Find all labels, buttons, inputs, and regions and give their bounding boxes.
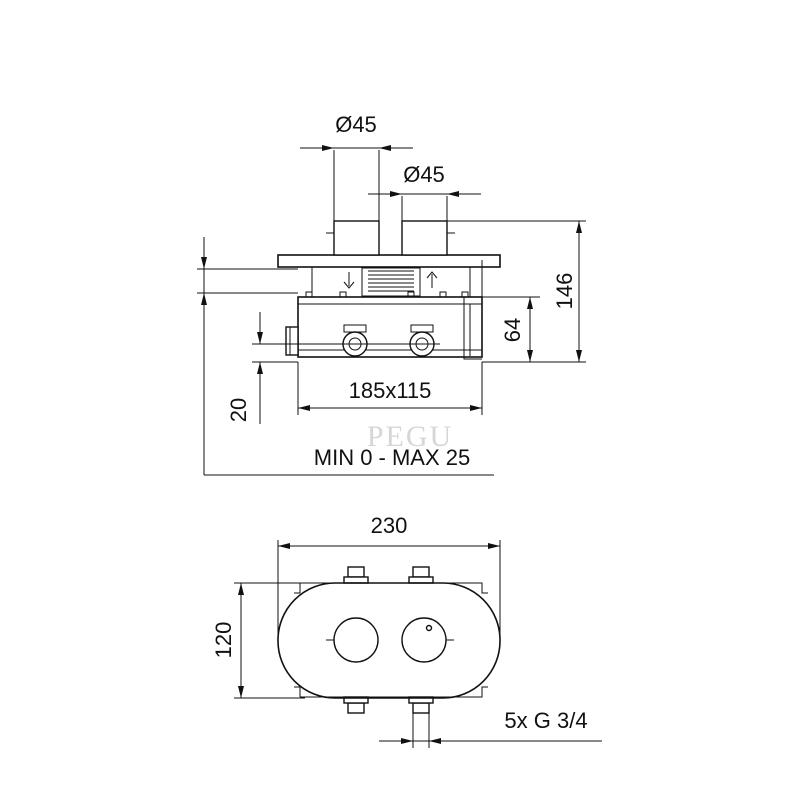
label-height-body: 64 xyxy=(500,318,525,342)
side-knob-right xyxy=(401,220,448,256)
label-box-size: 185x115 xyxy=(349,378,432,403)
label-wall-range: MIN 0 - MAX 25 xyxy=(314,445,470,470)
dim-height-120: 120 xyxy=(211,582,305,699)
front-knob-right xyxy=(401,617,447,663)
label-width-230: 230 xyxy=(371,513,408,538)
dim-dia-top: Ø45 xyxy=(300,112,413,221)
dim-wall-range: MIN 0 - MAX 25 xyxy=(197,237,494,476)
dim-depth-20: 20 xyxy=(226,312,440,424)
dim-width-230: 230 xyxy=(277,513,501,640)
side-box-body xyxy=(297,296,483,358)
front-cover-plate xyxy=(277,582,501,699)
front-knob-left xyxy=(333,617,379,663)
dim-thread: 5x G 3/4 xyxy=(379,708,602,748)
side-view xyxy=(277,220,501,360)
side-knob-left xyxy=(333,220,380,256)
front-view xyxy=(277,566,501,714)
dim-dia-second: Ø45 xyxy=(368,162,481,221)
label-dia-top: Ø45 xyxy=(335,112,377,137)
label-dia-second: Ø45 xyxy=(403,162,445,187)
label-height-total: 146 xyxy=(552,273,577,310)
side-cover-plate xyxy=(277,254,501,268)
label-thread: 5x G 3/4 xyxy=(504,708,587,733)
label-depth-20: 20 xyxy=(226,398,251,422)
label-height-120: 120 xyxy=(211,622,236,659)
watermark-text: PEGU xyxy=(367,420,453,453)
dim-height-body: 64 xyxy=(482,296,540,362)
dim-height-total: 146 xyxy=(447,220,586,363)
side-port-left xyxy=(285,326,299,356)
dim-box-size: 185x115 xyxy=(297,362,483,415)
